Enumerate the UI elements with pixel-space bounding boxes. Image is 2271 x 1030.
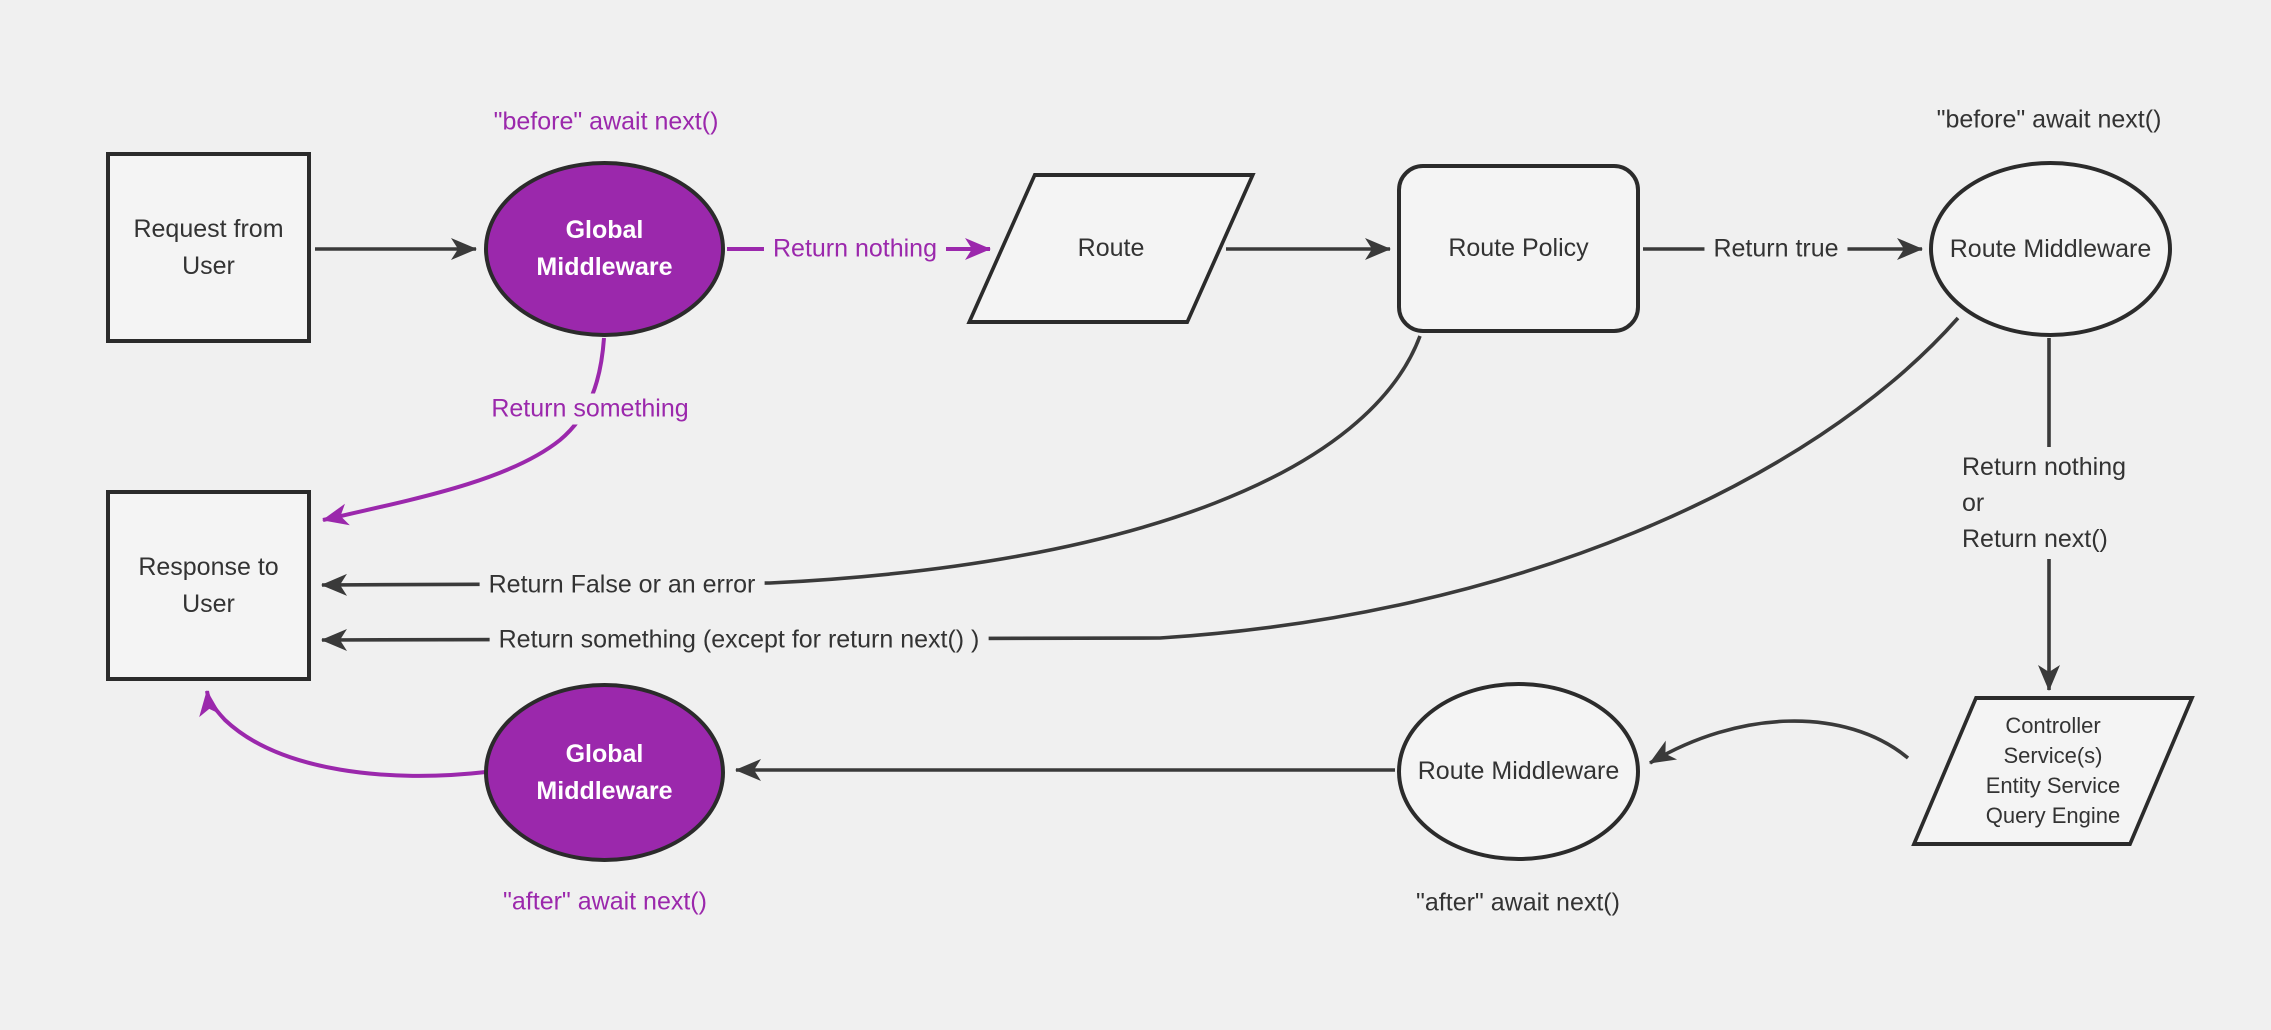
edge-label-return-something: Return something xyxy=(482,393,698,425)
controller-line: Controller xyxy=(2005,713,2101,738)
node-label: Route Policy xyxy=(1448,234,1589,262)
node-label: Global Middleware xyxy=(536,216,673,281)
controller-line: Entity Service xyxy=(1985,773,2121,798)
edge-label-return-true: Return true xyxy=(1704,233,1848,265)
controller-line: Query Engine xyxy=(1985,803,2121,828)
node-label: Route Middleware xyxy=(1417,757,1620,785)
node-label: Controller Service(s) Entity Service Que… xyxy=(1947,711,2159,831)
node-label: Request from User xyxy=(133,214,284,280)
controller-line: Service(s) xyxy=(2003,743,2103,768)
edge-label-return-nothing: Return nothing xyxy=(763,233,947,265)
edge-controller-to-route-middleware-bottom xyxy=(1649,719,1910,765)
annotation-before-await-next-global: "before" await next() xyxy=(493,107,719,136)
annotation-after-await-next-route: "after" await next() xyxy=(1416,888,1620,917)
node-route-policy: Route Policy xyxy=(1397,164,1640,333)
node-label: Route Middleware xyxy=(1949,234,2152,263)
node-response-to-user: Response to User xyxy=(106,490,311,681)
edge-label-return-nothing-or-next: Return nothing or Return next() xyxy=(1952,447,2137,559)
edge-route-middleware-to-response xyxy=(321,316,1960,651)
edge-label-line: or xyxy=(1962,489,1985,517)
node-global-middleware-top: Global Middleware xyxy=(484,161,725,337)
edge-label-line: Return nothing xyxy=(1962,453,2127,481)
edge-global-middleware-bottom-to-response xyxy=(199,690,487,778)
node-label: Response to User xyxy=(138,552,279,618)
edge-label-return-something-except: Return something (except for return next… xyxy=(489,624,989,656)
edge-global-middleware-top-to-response xyxy=(322,337,606,526)
node-label: Global Middleware xyxy=(536,739,673,805)
node-route-middleware-bottom: Route Middleware xyxy=(1397,682,1640,861)
edge-route-policy-to-response xyxy=(321,335,1422,596)
node-label: Route xyxy=(1077,234,1145,262)
edge-label-return-false-or-error: Return False or an error xyxy=(479,569,765,601)
node-request-from-user: Request from User xyxy=(106,152,311,343)
node-controller-services: Controller Service(s) Entity Service Que… xyxy=(1911,696,2195,846)
edge-label-line: Return next() xyxy=(1962,525,2108,553)
annotation-after-await-next-global: "after" await next() xyxy=(503,887,707,916)
annotation-before-await-next-route: "before" await next() xyxy=(1936,105,2162,134)
node-route-middleware-top: Route Middleware xyxy=(1929,161,2172,337)
node-global-middleware-bottom: Global Middleware xyxy=(484,683,725,862)
